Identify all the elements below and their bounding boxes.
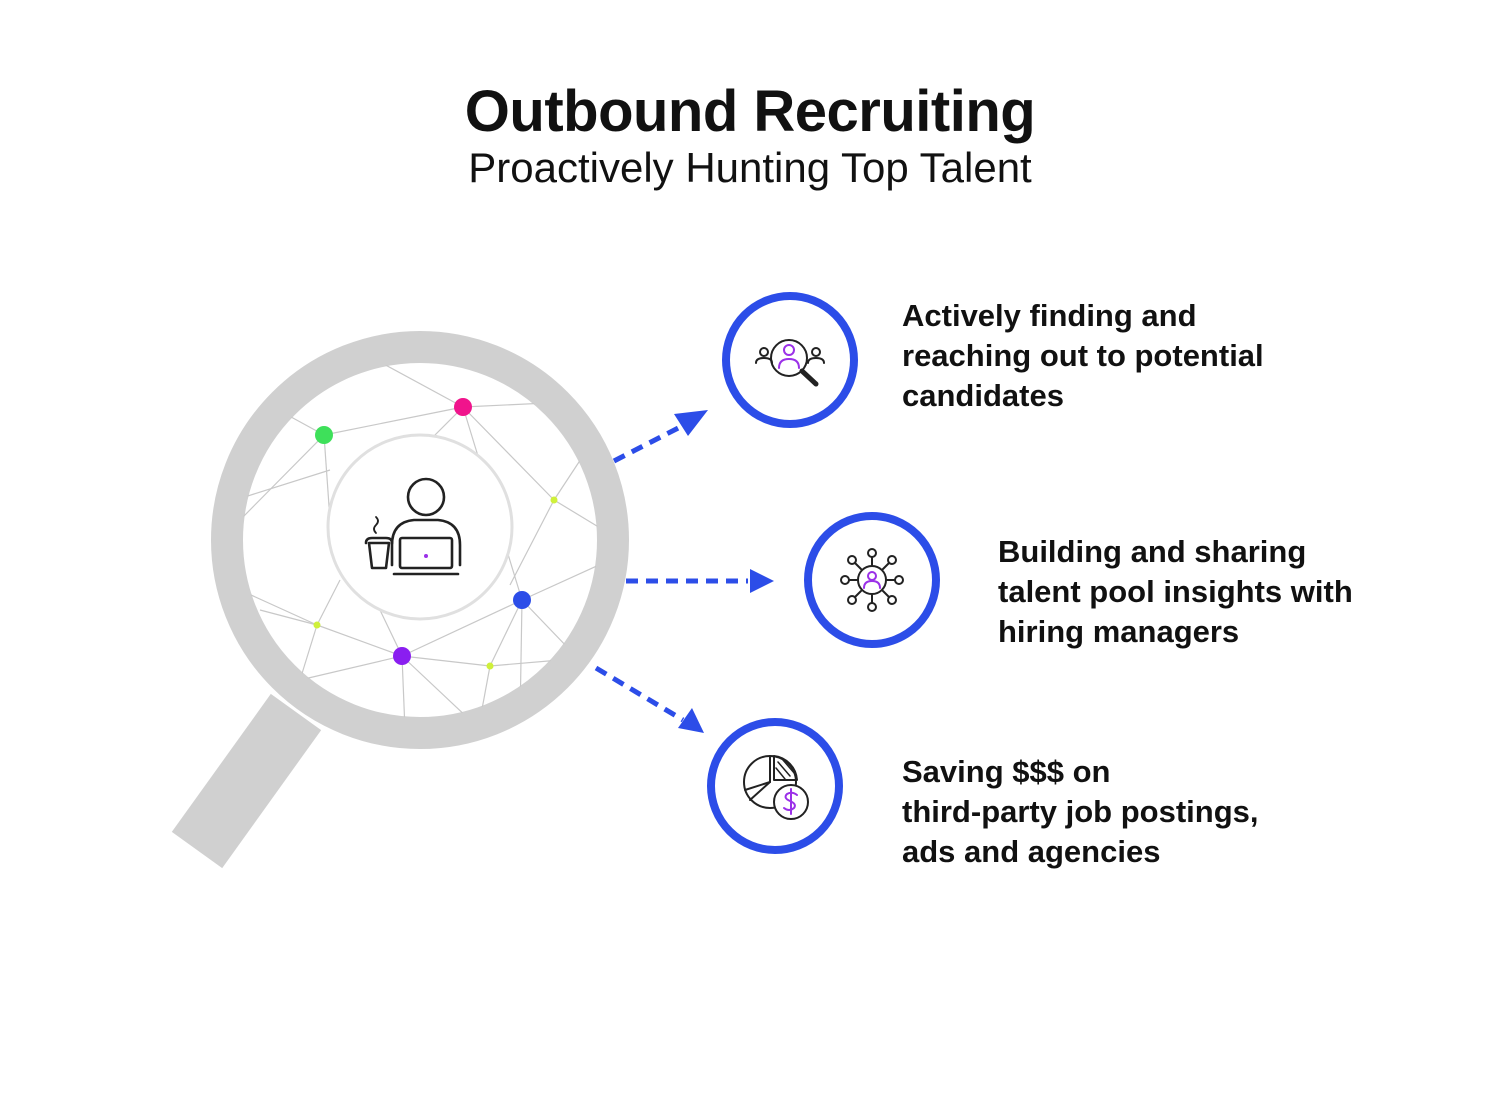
network-hub-icon	[840, 548, 904, 612]
item-2-badge	[804, 512, 940, 648]
arrow-to-item-1	[612, 410, 708, 464]
item-1-line-1: Actively finding and	[902, 298, 1197, 333]
item-1-line-3: candidates	[902, 378, 1064, 413]
recruiter-disc	[326, 433, 514, 621]
node-blue	[513, 591, 531, 609]
node-pink	[454, 398, 472, 416]
item-3-line-2: third-party job postings,	[902, 794, 1259, 829]
item-1-badge	[722, 292, 858, 428]
arrow-to-item-2	[626, 569, 774, 593]
item-3-line-3: ads and agencies	[902, 834, 1161, 869]
node-purple	[393, 647, 411, 665]
arrow-to-item-3	[594, 665, 704, 733]
magnifier-icon	[171, 331, 629, 869]
item-1-text: Actively finding and reaching out to pot…	[902, 296, 1342, 416]
magnifier-handle	[171, 693, 322, 869]
recruiter-at-laptop-icon	[364, 477, 462, 576]
item-3-line-1: Saving $$$ on	[902, 754, 1111, 789]
item-2-line-2: talent pool insights with	[998, 574, 1353, 609]
node-lime	[550, 496, 558, 504]
laptop-dot	[424, 554, 428, 558]
item-2-text: Building and sharing talent pool insight…	[998, 532, 1418, 652]
item-1-line-2: reaching out to potential	[902, 338, 1264, 373]
item-3-text: Saving $$$ on third-party job postings, …	[902, 752, 1342, 872]
pie-chart-dollar-icon	[743, 755, 809, 820]
page-title: Outbound Recruiting	[464, 79, 1036, 144]
node-green	[315, 426, 333, 444]
network-nodes	[313, 398, 558, 670]
node-lime	[313, 621, 321, 629]
node-lime	[486, 662, 494, 670]
people-search-icon	[755, 339, 825, 387]
item-2-line-3: hiring managers	[998, 614, 1240, 649]
page-subtitle: Proactively Hunting Top Talent	[468, 144, 1032, 191]
item-2-line-1: Building and sharing	[998, 534, 1307, 569]
item-3-badge	[707, 718, 843, 854]
